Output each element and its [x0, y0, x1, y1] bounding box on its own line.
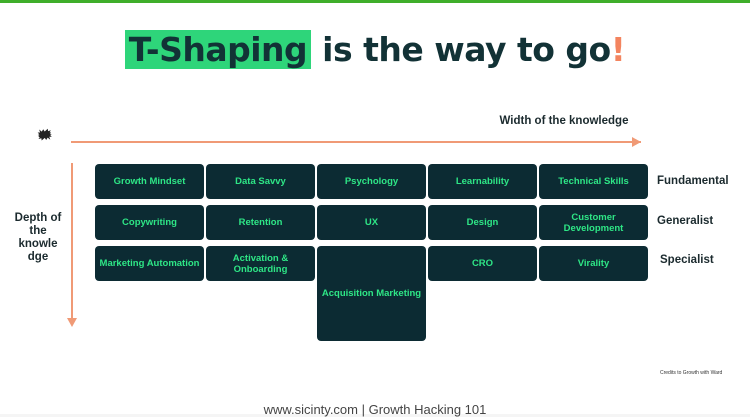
row-label-generalist: Generalist: [657, 215, 714, 227]
credit-note: Credits to Growth with Ward: [660, 370, 723, 376]
y-axis-label: Depth of the knowle dge: [14, 212, 62, 263]
skill-box: Marketing Automation: [95, 246, 204, 281]
skill-box: Customer Development: [539, 205, 648, 240]
x-axis-line: [71, 141, 641, 143]
title-highlight: T-Shaping: [124, 30, 312, 69]
y-axis-line: [71, 163, 73, 320]
skill-box: Activation & Onboarding: [206, 246, 315, 281]
skill-box: Psychology: [317, 164, 426, 199]
skill-box: Retention: [206, 205, 315, 240]
skill-box: Design: [428, 205, 537, 240]
x-axis-arrow-icon: [632, 137, 641, 147]
title-rest: is the way to go: [311, 30, 611, 69]
skill-box: Learnability: [428, 164, 537, 199]
skill-box: Virality: [539, 246, 648, 281]
row-label-fundamental: Fundamental: [657, 175, 729, 187]
skill-box: Technical Skills: [539, 164, 648, 199]
skill-box: Growth Mindset: [95, 164, 204, 199]
skill-box: CRO: [428, 246, 537, 281]
top-accent-bar: [0, 0, 750, 3]
skill-box: Copywriting: [95, 205, 204, 240]
row-label-specialist: Specialist: [660, 254, 714, 266]
slide-title: T-Shaping is the way to go!: [0, 30, 750, 69]
skill-box-tall: Acquisition Marketing: [317, 246, 426, 341]
skill-box: Data Savvy: [206, 164, 315, 199]
x-axis-label: Width of the knowledge: [499, 115, 629, 127]
y-axis-arrow-icon: [67, 318, 77, 327]
skill-box: UX: [317, 205, 426, 240]
footer-text: www.sicinty.com | Growth Hacking 101: [263, 402, 487, 417]
title-exclamation: !: [610, 30, 626, 69]
mouse-cursor-icon: 🗰: [37, 127, 53, 142]
